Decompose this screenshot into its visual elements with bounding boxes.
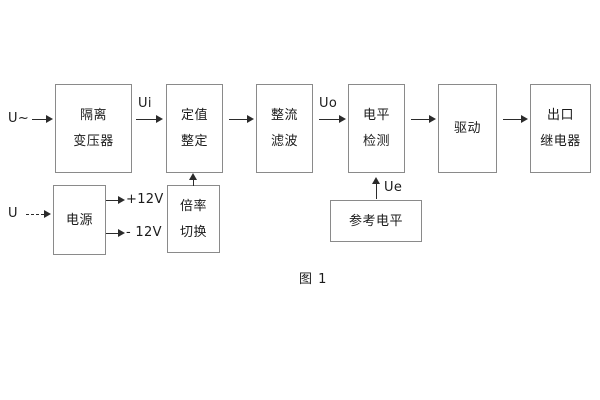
signal-label-ui: Ui: [138, 96, 152, 111]
arrow-rectify-filter-to-level-detect: [319, 115, 346, 124]
arrow-drive-to-output-relay: [503, 115, 528, 124]
block-level-detect-line2: 检测: [362, 134, 390, 149]
signal-label-uo: Uo: [319, 96, 338, 111]
block-setting-value-line2: 整定: [180, 134, 208, 149]
arrow-multiplier-switch-to-setting-value: [189, 173, 198, 186]
block-output-relay-line1: 出口: [546, 108, 574, 123]
block-isolation-transformer-line1: 隔离: [79, 108, 107, 123]
block-drive-line1: 驱动: [453, 121, 481, 136]
arrow-isolation-transformer-to-setting-value: [136, 115, 163, 124]
arrow-power-supply-positive-12v: [106, 196, 125, 205]
block-output-relay-line2: 继电器: [540, 134, 581, 149]
arrow-level-detect-to-drive: [411, 115, 436, 124]
input-label-ac-source: U~: [8, 111, 30, 126]
block-level-detect-line1: 电平: [362, 108, 390, 123]
block-multiplier-switch: 倍率 切换: [167, 185, 220, 253]
signal-label-positive-12v: +12V: [126, 192, 164, 207]
block-level-detect: 电平 检测: [348, 84, 405, 173]
block-power-supply: 电源: [53, 185, 106, 255]
block-isolation-transformer-line2: 变压器: [73, 134, 114, 149]
arrow-setting-value-to-rectify-filter: [229, 115, 254, 124]
block-power-supply-line1: 电源: [65, 212, 93, 228]
arrow-ac-source-to-isolation-transformer: [32, 115, 53, 124]
input-label-dc-source: U: [8, 206, 18, 221]
signal-label-ue: Ue: [384, 180, 403, 195]
block-setting-value: 定值 整定: [166, 84, 223, 173]
figure-caption: 图 1: [299, 272, 328, 287]
block-rectify-filter-line1: 整流: [270, 108, 298, 123]
signal-label-negative-12v: - 12V: [126, 225, 162, 240]
arrow-power-supply-negative-12v: [106, 229, 125, 238]
block-reference-level-line1: 参考电平: [348, 213, 403, 229]
arrow-reference-level-to-level-detect: [372, 177, 381, 199]
block-multiplier-switch-line2: 切换: [179, 224, 207, 240]
arrow-dc-source-to-power-supply: [26, 210, 51, 219]
block-output-relay: 出口 继电器: [530, 84, 591, 173]
block-rectify-filter-line2: 滤波: [270, 134, 298, 149]
block-multiplier-switch-line1: 倍率: [179, 198, 207, 214]
block-isolation-transformer: 隔离 变压器: [55, 84, 132, 173]
block-rectify-filter: 整流 滤波: [256, 84, 313, 173]
block-setting-value-line1: 定值: [180, 108, 208, 123]
block-drive: 驱动: [438, 84, 497, 173]
block-reference-level: 参考电平: [330, 200, 422, 242]
